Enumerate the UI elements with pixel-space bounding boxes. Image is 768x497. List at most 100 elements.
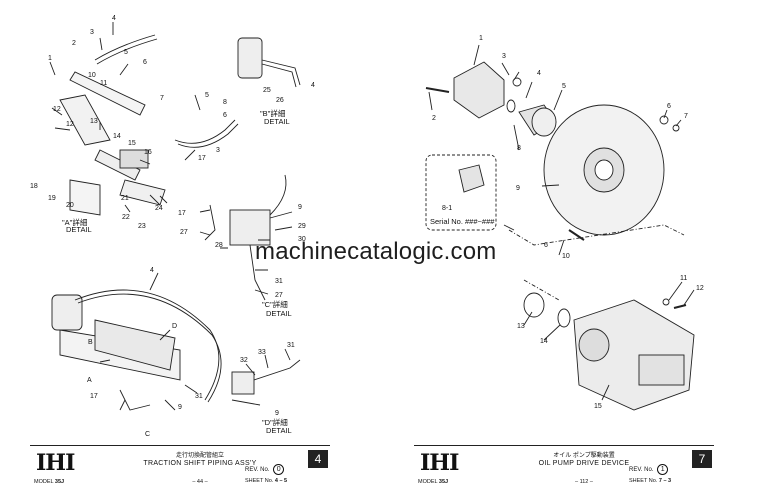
svg-text:8: 8 <box>223 99 227 106</box>
svg-text:12: 12 <box>53 106 61 113</box>
traction-shift-piping-drawing: 4 2 3 5 6 1 10 11 7 5 8 6 12 12 13 14 15… <box>30 15 315 438</box>
svg-text:31: 31 <box>275 278 283 285</box>
revision-number: 0 <box>273 464 285 475</box>
svg-text:27: 27 <box>275 292 283 299</box>
title-japanese: 走行切換配管組立 <box>175 453 224 459</box>
svg-text:20: 20 <box>66 202 74 209</box>
watermark-text: machinecatalogic.com <box>255 238 497 265</box>
serial-number-label: Serial No. ###~### <box>430 217 495 226</box>
callout-labels: 4 2 3 5 6 1 10 11 7 5 8 6 12 12 13 14 15… <box>30 15 315 438</box>
svg-text:3: 3 <box>90 29 94 36</box>
section-box: 7 <box>692 450 712 468</box>
revision: REV. No. 0 <box>245 464 285 475</box>
svg-text:28: 28 <box>215 242 223 249</box>
svg-text:13: 13 <box>517 323 525 330</box>
revision-number: 1 <box>657 464 669 475</box>
svg-text:22: 22 <box>122 214 130 221</box>
svg-text:9: 9 <box>298 204 302 211</box>
svg-text:14: 14 <box>540 338 548 345</box>
svg-text:12: 12 <box>66 121 74 128</box>
svg-text:"C"詳細: "C"詳細 <box>262 299 288 309</box>
svg-text:2: 2 <box>72 40 76 47</box>
svg-text:3: 3 <box>216 147 220 154</box>
svg-text:5: 5 <box>124 49 128 56</box>
svg-text:15: 15 <box>128 140 136 147</box>
model-value: 35J <box>438 479 449 485</box>
left-page: 4 2 3 5 6 1 10 11 7 5 8 6 12 12 13 14 15… <box>30 15 330 488</box>
svg-text:8: 8 <box>517 145 521 152</box>
svg-text:1: 1 <box>48 55 52 62</box>
title-english: TRACTION SHIFT PIPING ASS'Y <box>143 460 257 467</box>
svg-text:27: 27 <box>180 229 188 236</box>
svg-text:"D"詳細: "D"詳細 <box>262 417 288 427</box>
svg-text:8-1: 8-1 <box>442 205 452 212</box>
svg-text:23: 23 <box>138 223 146 230</box>
svg-text:15: 15 <box>594 403 602 410</box>
svg-text:"B"詳細: "B"詳細 <box>260 108 285 118</box>
svg-text:17: 17 <box>90 393 98 400</box>
page-number: – 112 – <box>575 479 593 485</box>
svg-text:10: 10 <box>562 253 570 260</box>
svg-text:4: 4 <box>112 15 116 22</box>
revision: REV. No. 1 <box>629 464 669 475</box>
svg-text:18: 18 <box>30 183 38 190</box>
svg-text:"A"詳細: "A"詳細 <box>62 217 87 227</box>
svg-text:DETAIL: DETAIL <box>66 225 92 234</box>
svg-text:6: 6 <box>667 103 671 110</box>
svg-text:32: 32 <box>240 357 248 364</box>
section-box: 4 <box>308 450 328 468</box>
svg-text:31: 31 <box>195 393 203 400</box>
brand-logo: IHI <box>420 450 459 476</box>
svg-text:29: 29 <box>298 223 306 230</box>
svg-text:11: 11 <box>100 80 107 87</box>
svg-text:DETAIL: DETAIL <box>266 426 292 435</box>
svg-text:B: B <box>88 339 93 346</box>
svg-text:D: D <box>172 323 177 330</box>
svg-text:14: 14 <box>113 133 121 140</box>
callout-labels: 1 2 3 4 5 8 6 7 9 8-1 6 10 11 12 13 14 1… <box>430 35 704 410</box>
title-block: IHI 走行切換配管組立 TRACTION SHIFT PIPING ASS'Y… <box>30 445 330 488</box>
sheet-number: SHEET No. 7 – 3 <box>629 478 672 484</box>
svg-text:9: 9 <box>275 410 279 417</box>
svg-text:17: 17 <box>178 210 186 217</box>
svg-text:C: C <box>145 431 150 438</box>
svg-text:11: 11 <box>680 275 687 282</box>
svg-text:2: 2 <box>432 115 436 122</box>
svg-text:1: 1 <box>479 35 483 42</box>
svg-text:17: 17 <box>198 155 206 162</box>
svg-text:7: 7 <box>684 113 688 120</box>
title-block: IHI オイル ポンプ駆動装置 OIL PUMP DRIVE DEVICE MO… <box>414 445 714 488</box>
title-english: OIL PUMP DRIVE DEVICE <box>538 460 630 467</box>
model-label: MODEL 35J <box>418 479 449 485</box>
sheet-number: SHEET No. 4 – 5 <box>245 478 288 484</box>
svg-text:33: 33 <box>258 349 266 356</box>
svg-text:6: 6 <box>223 112 227 119</box>
svg-text:10: 10 <box>88 72 96 79</box>
svg-text:4: 4 <box>311 82 315 89</box>
svg-text:31: 31 <box>287 342 295 349</box>
svg-text:13: 13 <box>90 118 98 125</box>
right-page: 1 2 3 4 5 8 6 7 9 8-1 6 10 11 12 13 14 1… <box>384 0 768 497</box>
svg-text:4: 4 <box>150 267 154 274</box>
svg-text:21: 21 <box>121 195 129 202</box>
svg-text:30: 30 <box>298 236 306 243</box>
svg-text:5: 5 <box>205 92 209 99</box>
svg-text:6: 6 <box>544 242 548 249</box>
svg-text:12: 12 <box>696 285 704 292</box>
svg-text:16: 16 <box>144 149 152 156</box>
model-value: 35J <box>54 479 65 485</box>
svg-text:19: 19 <box>48 195 56 202</box>
svg-text:4: 4 <box>537 70 541 77</box>
svg-text:9: 9 <box>178 404 182 411</box>
svg-text:A: A <box>87 377 92 384</box>
svg-text:DETAIL: DETAIL <box>264 117 290 126</box>
svg-text:24: 24 <box>155 205 163 212</box>
svg-text:5: 5 <box>562 83 566 90</box>
model-label: MODEL 35J <box>34 479 65 485</box>
svg-text:25: 25 <box>263 87 271 94</box>
brand-logo: IHI <box>36 450 75 476</box>
svg-text:7: 7 <box>160 95 164 102</box>
svg-text:DETAIL: DETAIL <box>266 309 292 318</box>
svg-text:3: 3 <box>502 53 506 60</box>
